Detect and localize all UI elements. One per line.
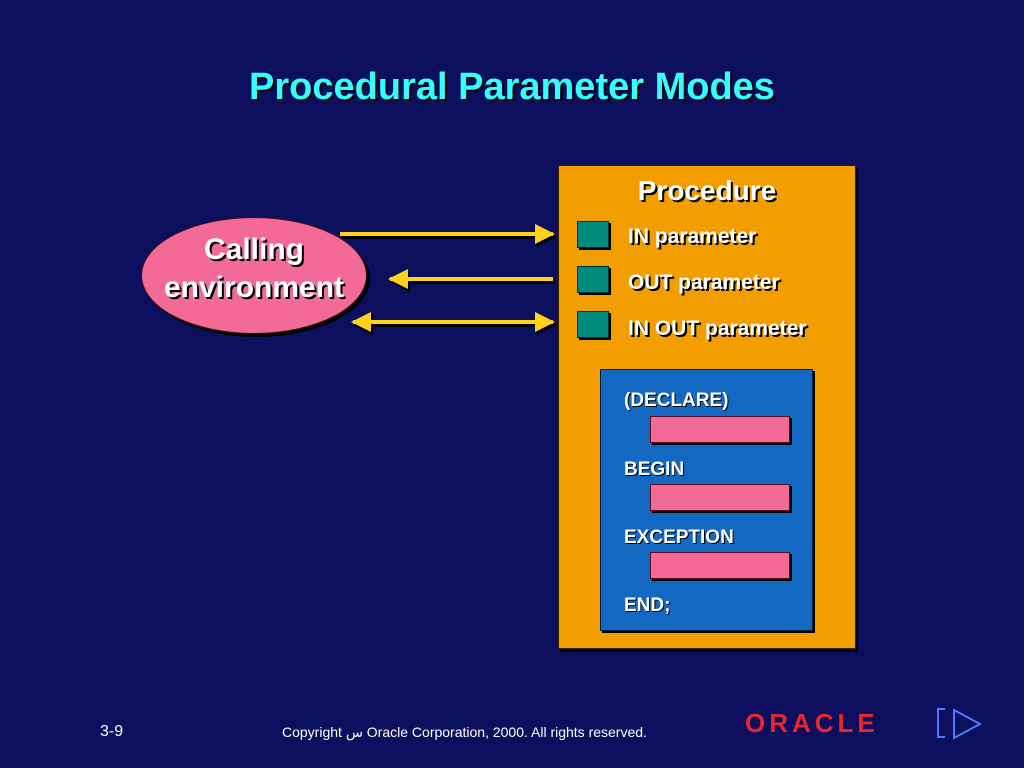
exception-section (650, 552, 790, 579)
declare-keyword: (DECLARE) (624, 390, 729, 411)
procedure-label: Procedure (637, 175, 777, 206)
procedure-box: Procedure IN parameter OUT parameter IN … (558, 165, 856, 649)
out-parameter-marker (577, 266, 609, 293)
in-out-parameter-label: IN OUT parameter (628, 317, 807, 340)
end-keyword: END; (624, 595, 671, 616)
in-parameter-label: IN parameter (628, 225, 757, 248)
declare-section (650, 416, 790, 443)
back-bracket-icon[interactable] (937, 708, 945, 738)
slide-title: Procedural Parameter Modes (249, 66, 775, 108)
plsql-block: (DECLARE) BEGIN EXCEPTION END; (600, 369, 813, 631)
in-parameter-marker (577, 221, 609, 248)
copyright-notice: Copyright ﺱ Oracle Corporation, 2000. Al… (282, 724, 647, 740)
executable-section (650, 484, 790, 511)
oracle-logo: ORACLE (745, 708, 879, 738)
calling-environment: Calling environment (141, 217, 367, 334)
calling-environment-label: Calling environment (163, 233, 345, 304)
play-next-icon[interactable] (951, 708, 983, 740)
out-parameter-label: OUT parameter (628, 271, 780, 294)
page-number: 3-9 (100, 723, 124, 740)
begin-keyword: BEGIN (624, 459, 685, 480)
exception-keyword: EXCEPTION (624, 527, 734, 548)
in-out-parameter-marker (577, 311, 609, 338)
